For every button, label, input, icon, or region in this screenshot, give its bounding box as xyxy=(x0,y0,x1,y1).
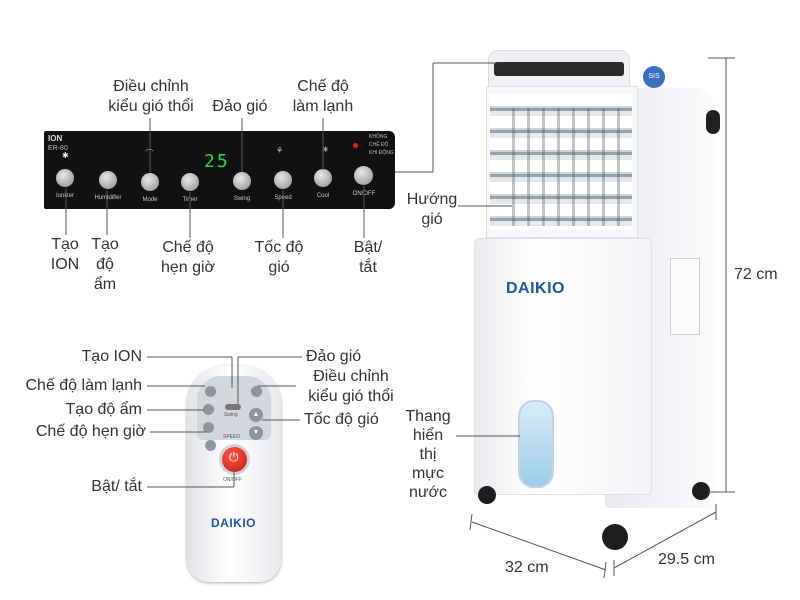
onoff-button-label: ON/OFF xyxy=(352,191,376,197)
timer-button[interactable] xyxy=(181,173,199,191)
chevron-down-icon: ▼ xyxy=(252,429,260,436)
swing-indicator-icon: ⚘ xyxy=(276,146,284,155)
height-dimension-label: 72 cm xyxy=(734,266,778,283)
device-side-knob xyxy=(706,110,720,134)
power-icon: ⏻ xyxy=(229,450,239,464)
remote-cool-label: Chế độ làm lạnh xyxy=(25,377,142,394)
cool-indicator-icon: ✳ xyxy=(322,145,329,154)
power-indicator-icon xyxy=(353,143,358,148)
speed-button[interactable] xyxy=(274,171,292,189)
panel-right-text-1: KHÔNG xyxy=(369,134,388,140)
device-vanes xyxy=(500,108,622,226)
panel-display: 25 xyxy=(204,151,230,172)
remote-speed-text: SPEED xyxy=(223,434,240,440)
panel-cool-label: Chế độ làm lạnh xyxy=(292,78,354,115)
ionizer-button-label: Ionizer xyxy=(55,193,74,199)
wheel-rear-right xyxy=(692,482,710,500)
panel-humid-label: Tạo độ ẩm xyxy=(91,236,119,293)
device-brand-logo: DAIKIO xyxy=(506,280,565,297)
remote-humid-label: Tạo độ ẩm xyxy=(65,401,142,418)
depth-dimension-label: 29.5 cm xyxy=(658,551,715,568)
remote-speed-down-button[interactable]: ▼ xyxy=(249,426,263,440)
remote-power-button[interactable]: ⏻ xyxy=(222,447,247,472)
remote-control: Swing ▲ ▼ SPEED ⏻ ON/OFF DAIKIO xyxy=(187,366,281,582)
remote-speed-label: Tốc độ gió xyxy=(304,411,379,428)
panel-right-text-3: KHI ĐỘNG xyxy=(369,150,394,156)
device-badge-text: SIS xyxy=(648,73,660,80)
chevron-up-icon: ▲ xyxy=(252,411,260,418)
device-louvers xyxy=(490,94,632,230)
cool-button[interactable] xyxy=(314,169,332,187)
panel-logo-text: ION xyxy=(48,134,63,143)
spec-sticker xyxy=(670,258,700,335)
remote-onoff-label: Bật/ tắt xyxy=(91,478,142,495)
panel-mode-label: Điều chỉnh kiểu gió thổi xyxy=(108,78,194,115)
panel-right-text-2: CHẾ ĐỘ xyxy=(369,142,389,148)
remote-ion-label: Tạo ION xyxy=(81,348,142,365)
width-dimension-label: 32 cm xyxy=(505,559,549,576)
remote-swing-text: Swing xyxy=(224,412,238,418)
panel-swing-label: Đảo gió xyxy=(212,98,268,115)
remote-mode-label: Điều chỉnh kiểu gió thổi xyxy=(308,368,394,405)
cool-button-label: Cool xyxy=(316,193,330,199)
device-tank-label: Thang hiển thị mực nước xyxy=(405,408,451,501)
remote-timer-label: Chế độ hẹn giờ xyxy=(35,423,146,440)
remote-ion-button[interactable] xyxy=(205,386,216,397)
remote-onoff-text: ON/OFF xyxy=(223,477,242,483)
remote-timer-button[interactable] xyxy=(205,440,216,451)
remote-cool-button[interactable] xyxy=(203,404,214,415)
swing-button[interactable] xyxy=(233,172,251,190)
panel-onoff-label: Bật/ tắt xyxy=(353,239,383,276)
ionizer-indicator-icon: ✱ xyxy=(62,151,69,160)
remote-brand-logo: DAIKIO xyxy=(211,516,256,530)
mode-button[interactable] xyxy=(141,173,159,191)
panel-model-text: ER-80 xyxy=(48,145,68,152)
panel-ion-label: Tạo ION xyxy=(50,236,80,273)
device-badge: SIS xyxy=(643,66,665,88)
water-level-window xyxy=(518,400,554,488)
speed-button-label: Speed xyxy=(274,195,292,201)
wheel-front-right xyxy=(602,524,628,550)
device-top-strip xyxy=(494,62,624,76)
remote-mode-button[interactable] xyxy=(251,386,262,397)
swing-button-label: Swing xyxy=(233,196,251,202)
remote-speed-up-button[interactable]: ▲ xyxy=(249,408,263,422)
timer-button-label: Timer xyxy=(182,197,198,203)
remote-swing-button[interactable] xyxy=(225,404,241,410)
humidifier-button[interactable] xyxy=(99,171,117,189)
remote-swing-label: Đảo gió xyxy=(306,348,362,365)
humidifier-button-label: Humidifier xyxy=(94,195,122,201)
air-cooler: SIS DAIKIO xyxy=(470,48,720,558)
panel-timer-label: Chế độ hẹn giờ xyxy=(160,239,216,276)
wheel-front-left xyxy=(478,486,496,504)
remote-humid-button[interactable] xyxy=(203,422,214,433)
mode-indicator-icon: ⌒ xyxy=(145,149,155,159)
ionizer-button[interactable] xyxy=(56,169,74,187)
onoff-button[interactable] xyxy=(354,166,373,185)
control-panel: ION ER-80 ✱ ⌒ 25 ⚘ ✳ KHÔNG CHẾ ĐỘ KHI ĐỘ… xyxy=(44,131,395,209)
panel-speed-label: Tốc độ gió xyxy=(254,239,304,276)
mode-button-label: Mode xyxy=(142,197,158,203)
device-direction-label: Hướng gió xyxy=(406,191,458,228)
device-lower-body xyxy=(474,238,652,495)
